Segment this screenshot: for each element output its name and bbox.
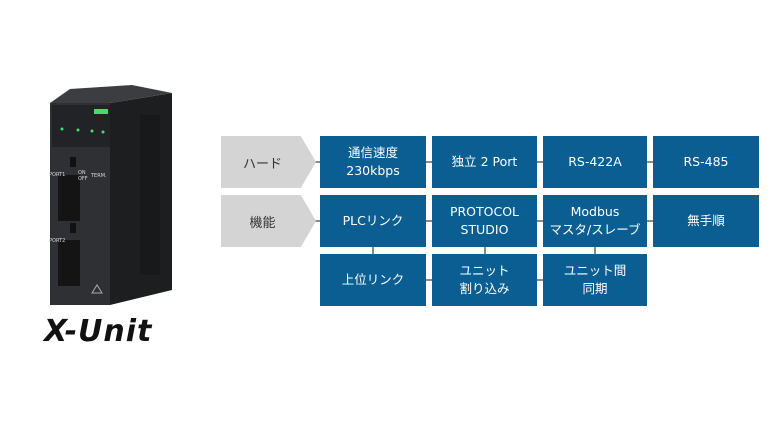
connector xyxy=(484,246,486,256)
x-unit-logo: X-Unit xyxy=(44,314,153,349)
device-label-port2: PORT2 xyxy=(49,238,66,244)
device-label-port1: PORT1 xyxy=(49,172,66,178)
feature-box: RS-422A xyxy=(543,136,647,188)
feature-box: 無手順 xyxy=(653,195,759,247)
device-label-off: OFF xyxy=(78,176,88,182)
feature-box: PLCリンク xyxy=(320,195,426,247)
connector xyxy=(372,246,374,256)
feature-box: ユニット間 同期 xyxy=(543,254,647,306)
device-label-term: TERM. xyxy=(91,173,107,179)
row-label-function: 機能 xyxy=(221,195,316,247)
feature-box: Modbus マスタ/スレーブ xyxy=(543,195,647,247)
feature-box: 上位リンク xyxy=(320,254,426,306)
feature-box: RS-485 xyxy=(653,136,759,188)
feature-box: 独立 2 Port xyxy=(432,136,537,188)
feature-box: 通信速度 230kbps xyxy=(320,136,426,188)
feature-box: PROTOCOL STUDIO xyxy=(432,195,537,247)
device-label-on: ON xyxy=(78,170,86,176)
product-image xyxy=(40,85,175,310)
connector xyxy=(594,246,596,256)
feature-box: ユニット 割り込み xyxy=(432,254,537,306)
row-label-hardware: ハード xyxy=(221,136,316,188)
